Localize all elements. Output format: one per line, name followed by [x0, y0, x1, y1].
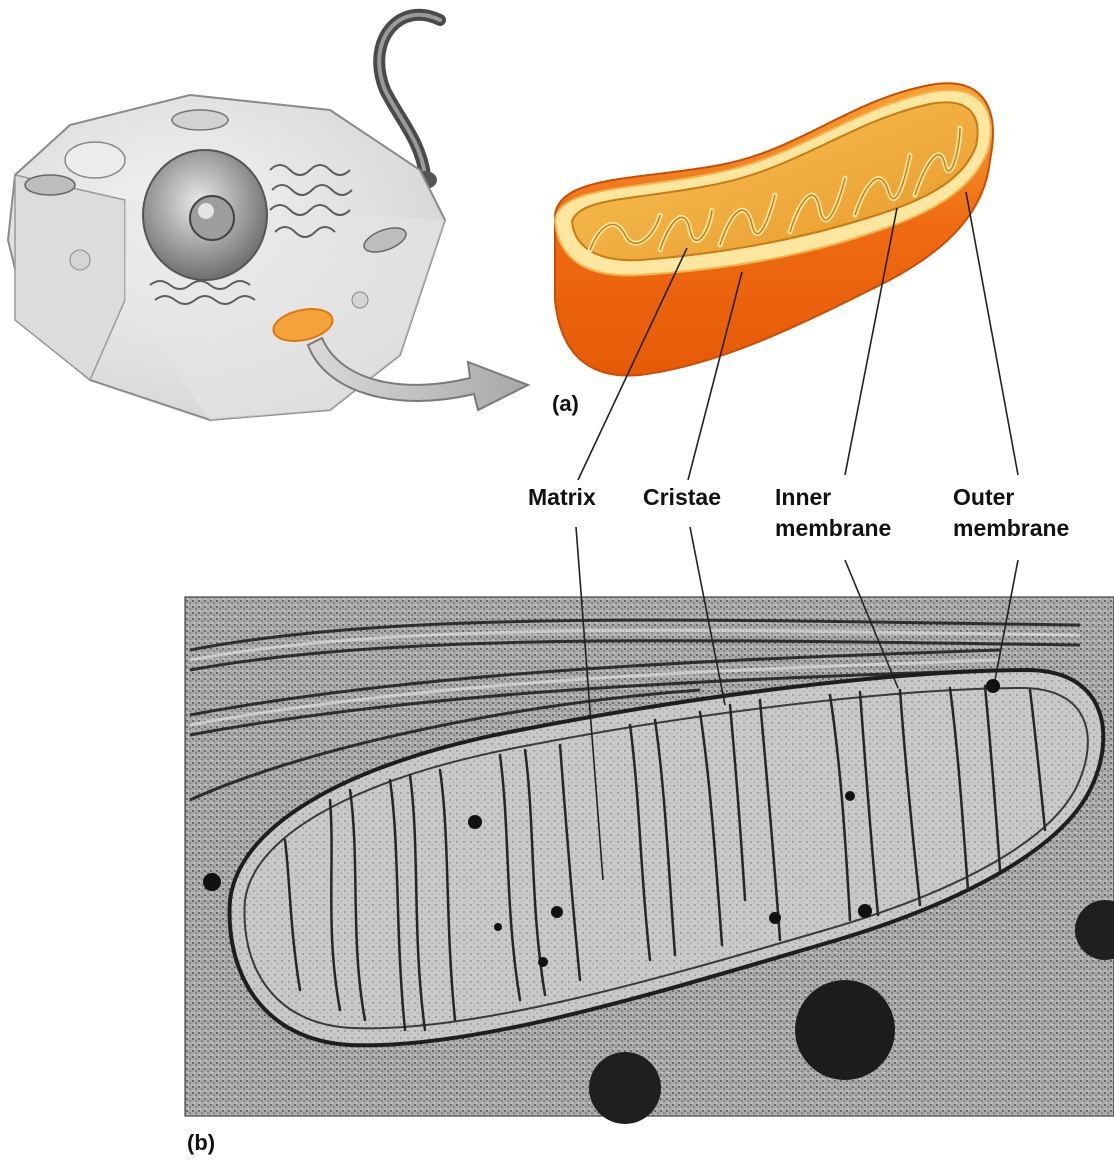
outer-membrane-label-line2: membrane [953, 513, 1069, 544]
cristae-label: Cristae [643, 482, 721, 513]
matrix-label: Matrix [528, 482, 596, 513]
inner-membrane-label-line2: membrane [775, 513, 891, 544]
inner-membrane-label-line1: Inner [775, 482, 891, 513]
outer-membrane-label: Outer membrane [953, 482, 1069, 544]
panel-b-label: (b) [187, 1127, 215, 1158]
inner-membrane-label: Inner membrane [775, 482, 891, 544]
outer-membrane-label-line1: Outer [953, 482, 1069, 513]
mitochondrion-cutaway [555, 83, 993, 375]
panel-a-label: (a) [552, 388, 579, 419]
outer-membrane-line-top [966, 192, 1018, 475]
electron-micrograph [185, 597, 1114, 1124]
cell-illustration [8, 15, 445, 420]
